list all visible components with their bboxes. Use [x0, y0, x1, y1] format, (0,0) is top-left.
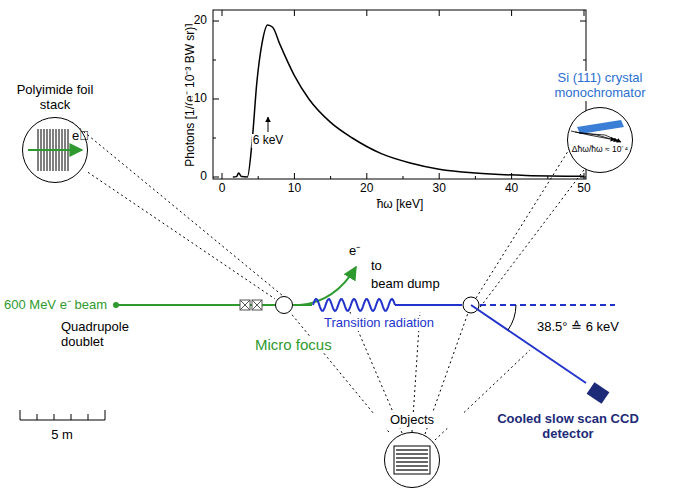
axis-tick-label: 20 [359, 182, 374, 196]
drawing-line [258, 176, 259, 179]
axis-tick-label: 10 [193, 92, 208, 106]
drawing-line [294, 10, 295, 16]
drawing-line [116, 304, 275, 306]
drawing-line [213, 21, 219, 22]
drawing-line [20, 410, 21, 420]
drawing-line [471, 305, 586, 383]
drawing-line [88, 414, 89, 420]
drawing-line [366, 10, 367, 16]
drawing-path [233, 25, 584, 177]
drawing-g [20, 410, 105, 420]
node-label: Polyimide foil stack [5, 83, 105, 113]
axis-tick-label: 0 [199, 170, 208, 184]
inset-circle: Si (111) crystal monochromatorΔħω/ħω ≈ 1… [567, 107, 633, 173]
drawing-line [480, 304, 615, 306]
drawing-line [511, 173, 512, 179]
drawing-line [439, 173, 440, 179]
drawing-line [403, 176, 404, 179]
drawing-rect [213, 10, 586, 179]
drawing-path [313, 299, 395, 311]
part-label: to [370, 259, 383, 274]
part-label: Quadrupole doublet [60, 320, 140, 350]
part-label: Transition radiation [323, 316, 435, 331]
drawing-line [476, 148, 570, 298]
drawing-g [240, 300, 262, 310]
node-outline [588, 383, 608, 403]
node-label: Objects [362, 413, 462, 428]
node-label: Micro focus [254, 336, 333, 353]
part-label: e⁻ [348, 244, 361, 259]
drawing-line [222, 173, 223, 179]
node-label: Cooled slow scan CCD detector [488, 412, 648, 442]
drawing-line [583, 60, 586, 61]
drawing-line [20, 420, 105, 421]
drawing-line [72, 122, 283, 296]
drawing-line [213, 177, 219, 178]
part-label: 600 MeV e⁻ beam [3, 298, 108, 313]
drawing-line [213, 99, 219, 100]
node-outline [275, 296, 293, 314]
axis-tick-label: 30 [432, 182, 447, 196]
node-label: Si (111) crystal monochromator [545, 71, 655, 101]
node-outline [384, 432, 440, 488]
part-label: beam dump [370, 277, 441, 292]
axis-tick-label: 0 [218, 182, 227, 196]
drawing-line [213, 60, 216, 61]
axis-tick-label: 50 [576, 182, 591, 196]
drawing-g [213, 10, 586, 179]
drawing-line [511, 10, 512, 16]
drawing-path [240, 300, 262, 310]
inset-circle: Objects [384, 432, 440, 488]
drawing-path [508, 305, 516, 330]
drawing-line [439, 10, 440, 16]
part-label: 38.5° ≙ 6 keV [536, 320, 620, 335]
drawing-g [72, 122, 584, 440]
drawing-line [54, 414, 55, 420]
axis-title: ħω [keV] [376, 198, 425, 212]
drawing-line [330, 176, 331, 179]
drawing-line [213, 138, 216, 139]
drawing-line [222, 10, 223, 16]
drawing-line [366, 173, 367, 179]
leader-line [88, 172, 275, 299]
axis-tick-label: 10 [287, 182, 302, 196]
drawing-line [584, 10, 585, 16]
drawing-line [580, 21, 586, 22]
drawing-line [71, 414, 72, 420]
part-label: 6 keV [252, 134, 285, 148]
part-label: 5 m [50, 428, 74, 443]
ccd-detector: Cooled slow scan CCD detector [588, 383, 608, 403]
axis-tick-label: 20 [193, 14, 208, 28]
axis-tick-label: 40 [504, 182, 519, 196]
drawing-line [37, 414, 38, 420]
inset-label: Δħω/ħω ≈ 10⁻⁴ [567, 145, 633, 155]
drawing-line [395, 304, 462, 306]
focus-spot: Micro focus [275, 296, 293, 314]
inset-circle: Polyimide foil stacke⃗ [22, 117, 88, 183]
node-outline [22, 117, 88, 183]
drawing-line [105, 410, 106, 420]
node-outline [567, 107, 633, 173]
drawing-line [268, 117, 269, 132]
inset-label: e⃗ [72, 129, 89, 144]
drawing-line [294, 173, 295, 179]
drawing-line [478, 170, 584, 310]
drawing-line [475, 176, 476, 179]
